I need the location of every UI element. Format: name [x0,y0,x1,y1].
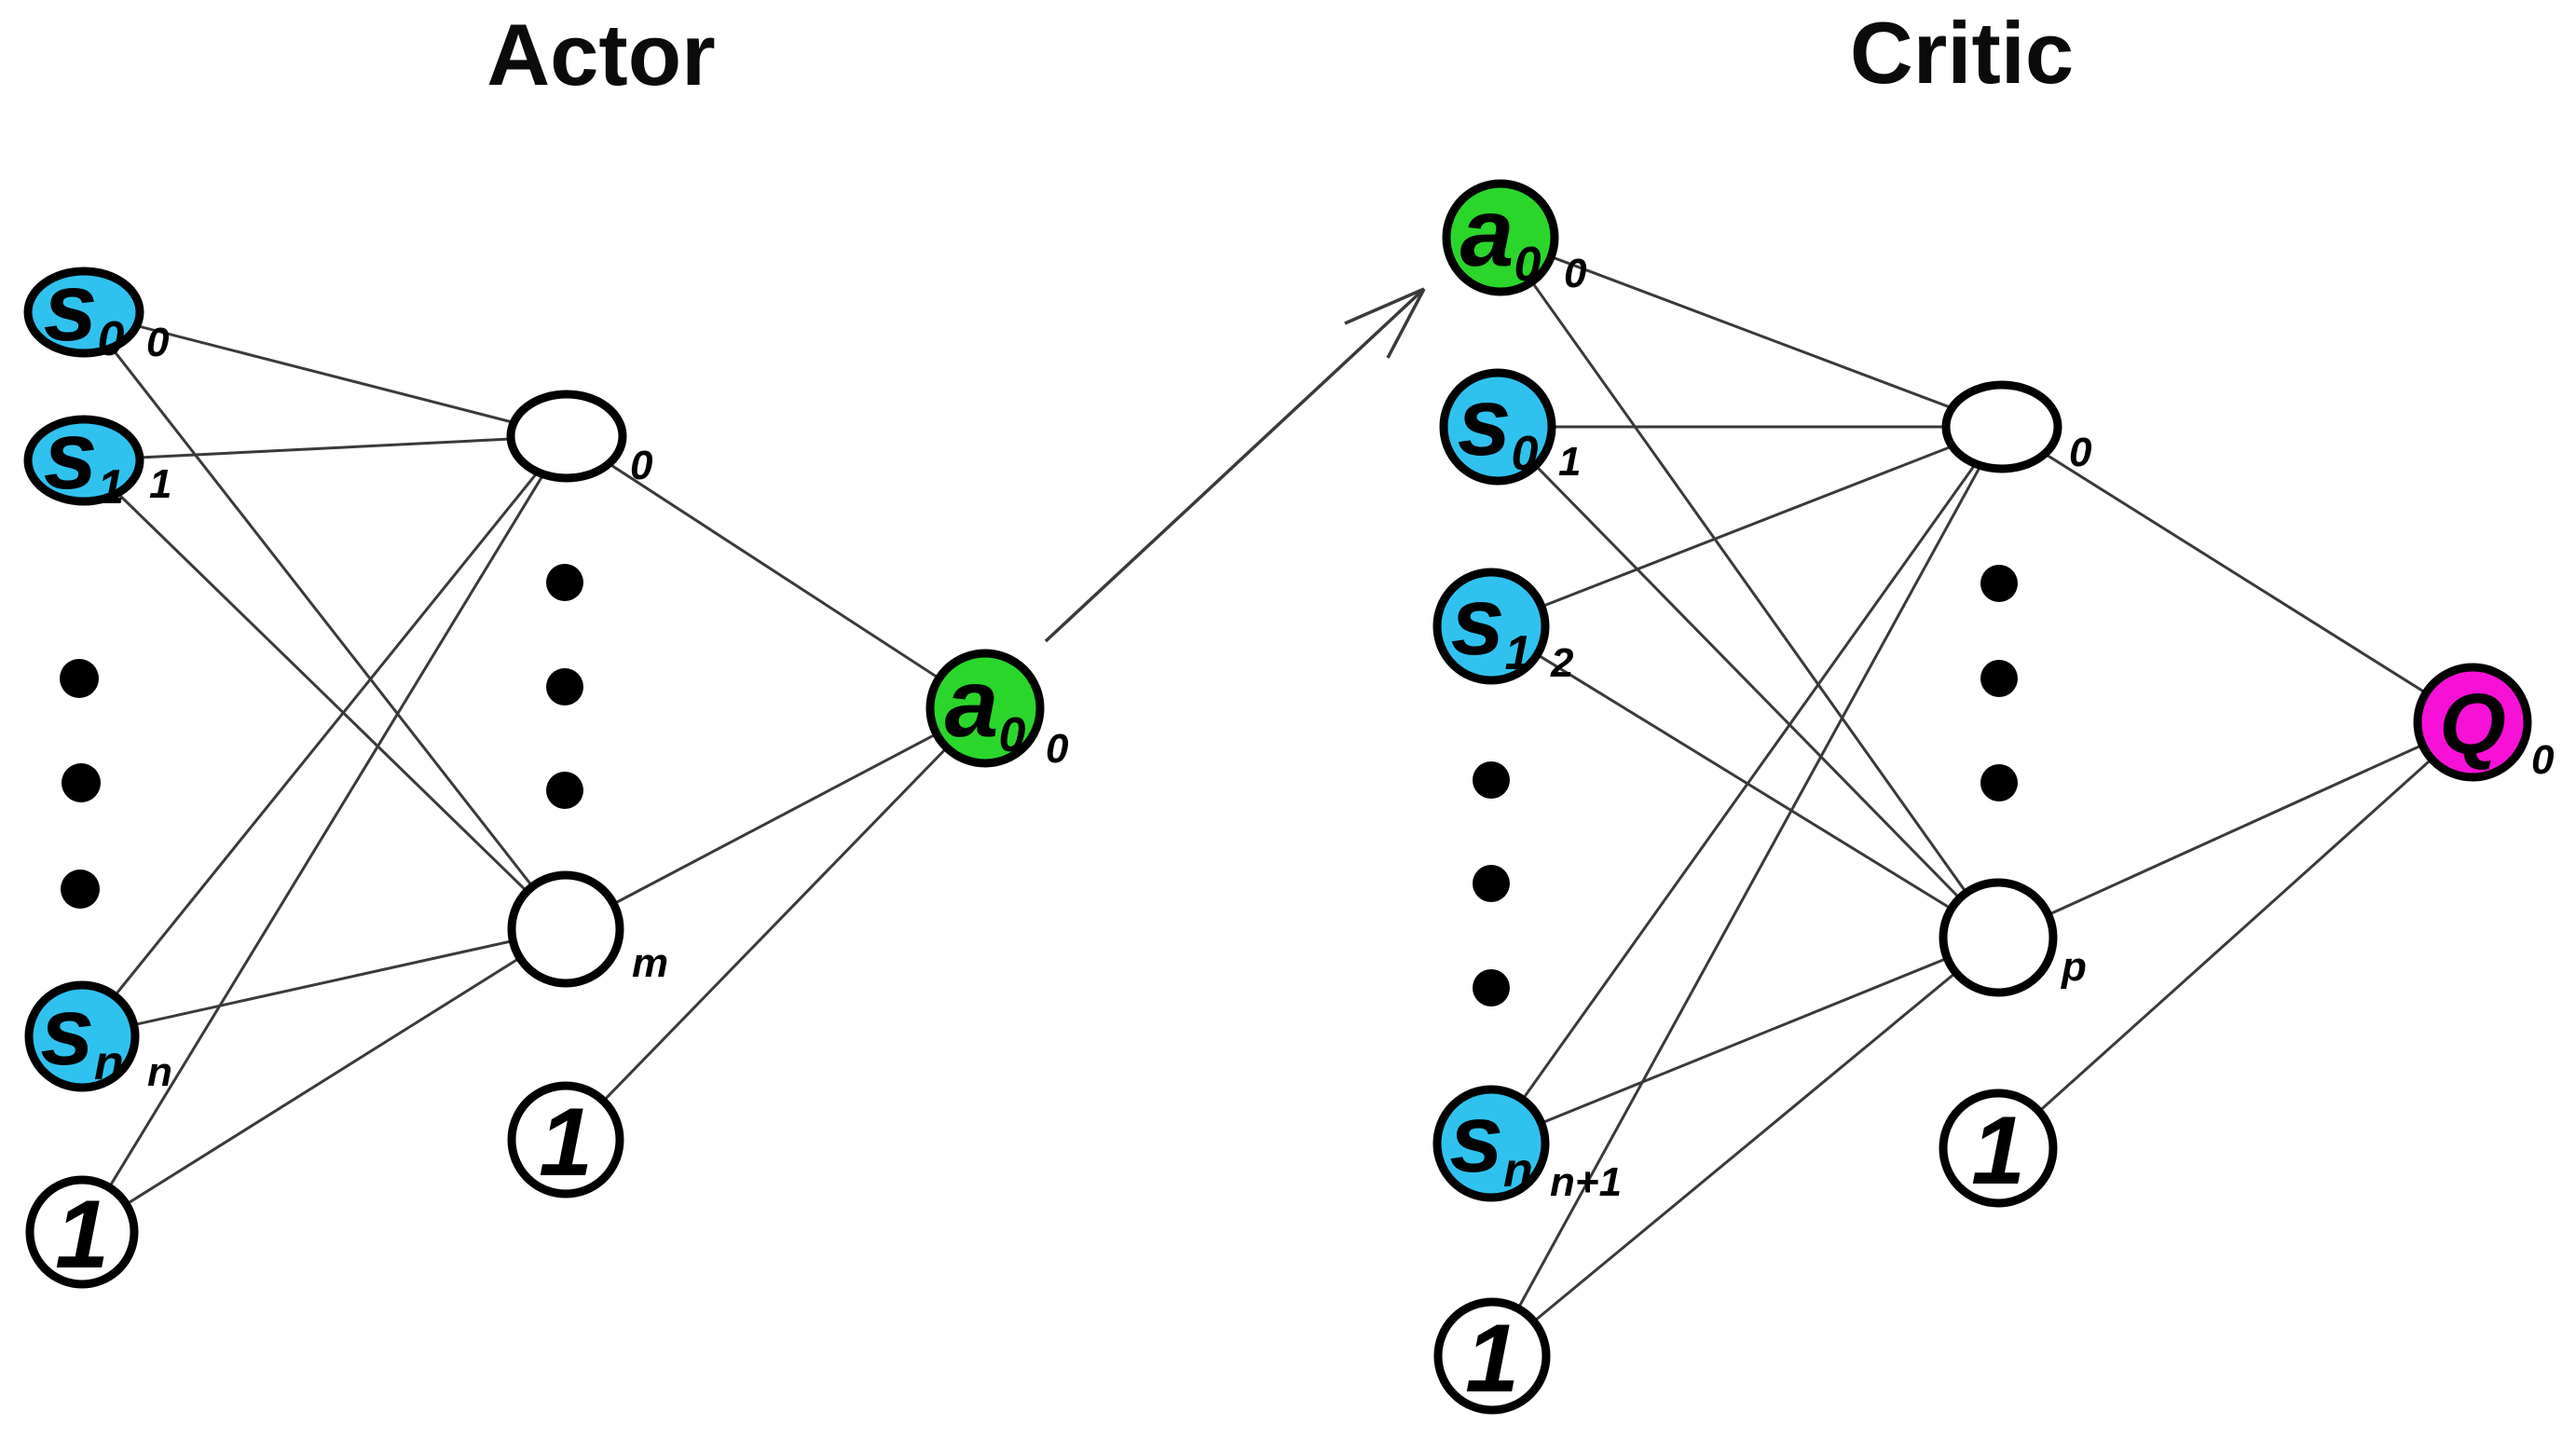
critic-edge-Hp-to-Q [1997,720,2473,939]
actor-edge-hm-to-a0 [565,706,986,931]
critic-node-s1-shape [1432,568,1550,685]
critic-node-Hp: p [1939,878,2087,997]
critic-edge-sn-to-Hp [1490,936,1999,1145]
actor-node-bias-hidden: 1 [507,1081,624,1198]
critic-node-a0-index-label: 0 [1564,251,1587,296]
actor-edge-bias-in-to-hm [81,927,567,1234]
actor-edge-h0-to-a0 [566,434,986,710]
actor-node-sn-shape [24,980,140,1092]
critic-edge-s0-to-Hp [1496,425,2000,939]
critic-edge-bias-in-to-H0 [1490,426,2004,1357]
critic-ellipsis-dot [1980,764,2018,801]
actor-ellipsis-dot [546,668,583,705]
actor-edge-s0-to-h0 [83,310,568,438]
critic-node-H0-shape [1941,380,2062,473]
actor-node-hm-shape [507,870,624,988]
critic-edge-H0-to-Q [2001,425,2473,724]
critic-edge-s1-to-Hp [1490,624,1999,939]
arrow-shaft [1044,287,1426,643]
actor-ellipsis-dot [62,763,101,802]
actor-edge-bias-hidden-to-a0 [564,706,987,1142]
critic-edge-a0-to-H0 [1500,236,2003,429]
actor-node-bias-in-label: 1 [55,1181,109,1289]
actor-ellipsis-dot [546,772,583,809]
actor-node-bias-in-shape [25,1175,139,1289]
actor-edge-s0-to-hm [82,311,568,930]
critic-node-bias-hidden-shape [1939,1089,2058,1208]
actor-node-s0-index-label: 0 [146,320,170,365]
critic-node-bias-in-shape [1433,1297,1551,1415]
actor-node-sn-index-label: n [147,1049,172,1095]
critic-node-bias-hidden-label: 1 [1971,1097,2025,1205]
actor-node-bias-hidden-label: 1 [539,1089,593,1197]
arrowhead-barb [1344,287,1425,325]
actor-node-s0-shape [23,267,144,358]
actor-node-a0-index-label: 0 [1046,726,1069,772]
critic-node-Q-shape [2413,663,2532,782]
critic-node-s1-index-label: 2 [1550,640,1574,686]
actor-node-s1-index-label: 1 [149,461,171,507]
critic-edge-a0-to-Hp [1499,237,2000,938]
critic-ellipsis-dot [1980,660,2018,697]
actor-node-h0-shape [506,390,627,483]
critic-edge-bias-hidden-to-Q [1996,720,2474,1150]
critic-node-bias-hidden: 1 [1939,1089,2058,1208]
critic-edge-sn-to-H0 [1489,426,2004,1144]
actor-action-to-critic-arrow [1044,287,1426,643]
critic-node-a0: a0 0 [1442,179,1587,296]
actor-title: Actor [486,6,716,103]
critic-node-s0-shape [1439,368,1556,486]
critic-node-bias-in: 1 [1433,1297,1551,1415]
actor-edge-s1-to-hm [82,459,568,931]
critic-node-H0: 0 [1941,380,2092,475]
critic-node-Hp-shape [1939,878,2058,997]
critic-ellipsis-dot [1473,865,1510,902]
actor-ellipsis-dot [61,870,100,909]
actor-node-h0: 0 [506,390,653,488]
critic-node-Q-label: Q [2439,677,2506,772]
critic-node-s0-index-label: 1 [1558,439,1581,485]
actor-edge-sn-to-h0 [80,435,569,1037]
actor-ellipsis-dot [60,659,99,698]
critic-node-bias-in-label: 1 [1465,1305,1519,1413]
critic-node-H0-index-label: 0 [2069,430,2092,475]
actor-edge-sn-to-hm [81,927,567,1038]
critic-edge-s1-to-H0 [1490,425,2003,628]
actor-node-h0-index-label: 0 [630,443,653,488]
actor-node-hm: m [507,870,668,988]
critic-ellipsis-dot [1473,969,1510,1007]
actor-edge-bias-in-to-h0 [80,435,569,1233]
actor-node-s1-shape [23,415,144,506]
critic-node-sn-shape [1432,1085,1550,1202]
critic-node-a0-label: a0 [1460,179,1541,292]
actor-edge-s1-to-h0 [83,434,568,462]
arrowhead-barb [1386,288,1426,359]
actor-ellipsis-dot [546,564,583,601]
critic-node-a0-shape [1442,179,1559,296]
actor-node-a0-shape [925,649,1045,768]
actor-node-bias-in: 1 [25,1175,139,1289]
critic-title: Critic [1849,4,2075,102]
actor-node-hm-index-label: m [632,940,668,986]
critic-ellipsis-dot [1980,565,2018,602]
critic-ellipsis-dot [1473,761,1510,799]
critic-edge-bias-in-to-Hp [1491,936,1999,1358]
actor-node-bias-hidden-shape [507,1081,624,1198]
critic-node-Q-index-label: 0 [2531,737,2555,783]
critic-node-sn-index-label: n+1 [1550,1159,1622,1205]
critic-node-Hp-index-label: p [2061,944,2087,990]
